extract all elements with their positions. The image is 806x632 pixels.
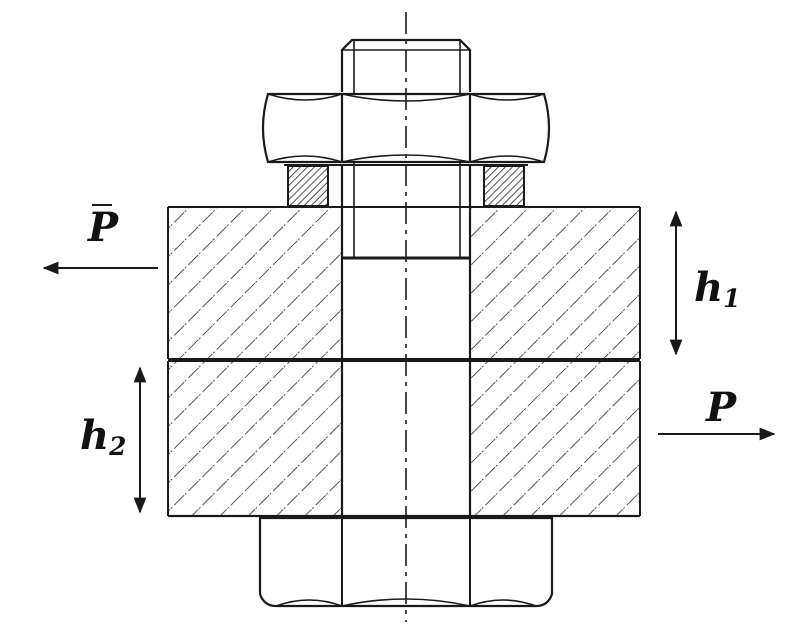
h2-label: h2 (80, 416, 126, 460)
h2-label-main: h (80, 412, 110, 459)
h1-label: h1 (694, 268, 740, 312)
h2-label-sub: 2 (109, 432, 127, 462)
h1-label-main: h (694, 264, 724, 311)
h1-label-sub: 1 (723, 284, 741, 314)
force-right-label: P (706, 384, 737, 431)
bottom-plate (167, 360, 641, 518)
top-plate (167, 206, 641, 360)
force-left-label: P (88, 204, 119, 251)
